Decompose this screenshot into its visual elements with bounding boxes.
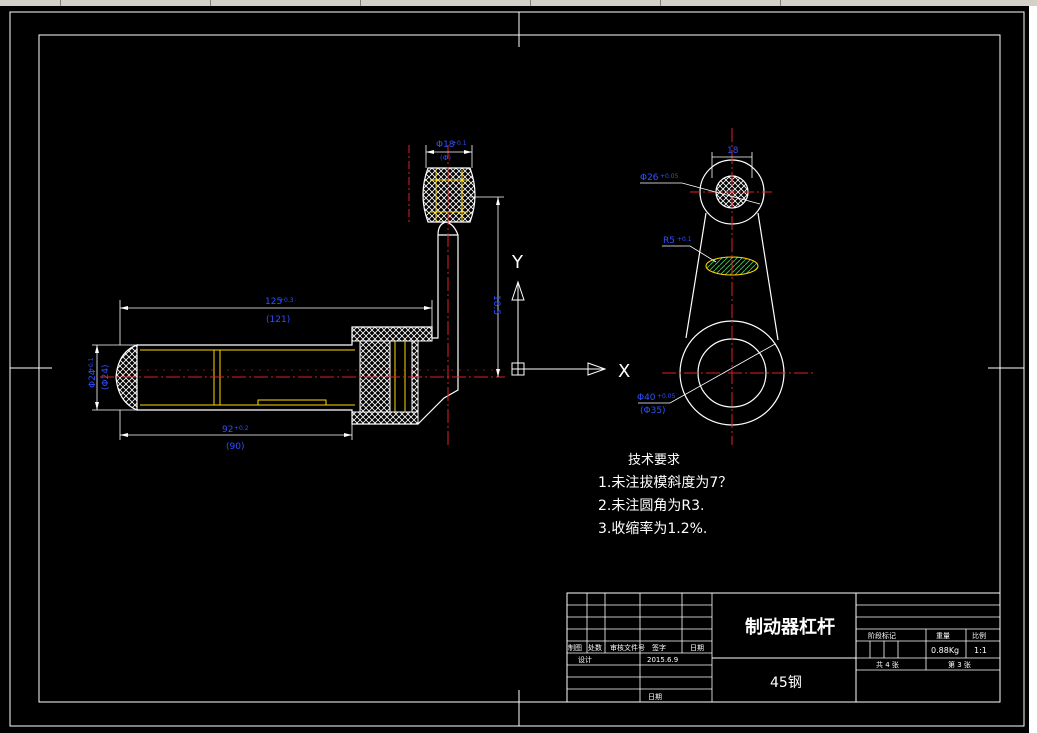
design-date: 2015.6.9: [647, 656, 678, 664]
dim-right-top-tol: +0.05: [660, 173, 679, 180]
requirement-item: 1.未注拔模斜度为7？: [598, 475, 732, 491]
dim-top-small: (Φ): [440, 154, 451, 162]
sheet-number: 第 3 张: [948, 660, 971, 669]
material: 45钢: [770, 675, 802, 691]
collar-hatch: [351, 326, 433, 342]
stage-label: 阶段标记: [868, 631, 896, 640]
front-view[interactable]: 125 +0.3 (121) 92 +0.2 (90) Φ18 +0.1 (Φ)…: [88, 140, 505, 452]
dim-len-bottom-tol: +0.2: [234, 425, 249, 432]
design-label: 设计: [578, 655, 592, 664]
dim-dia-left-tol: +0.1: [88, 357, 95, 372]
weight-label: 重量: [936, 632, 950, 640]
dim-right-bottom-dia: Φ40: [637, 393, 656, 403]
dim-length-main: 125: [265, 297, 282, 307]
collar-hatch: [351, 411, 419, 425]
dim-length-main-tol: +0.3: [279, 297, 294, 304]
dim-top-tol: +0.1: [452, 140, 467, 147]
toolbar-segment[interactable]: [360, 0, 531, 6]
dim-right-mid: R5: [663, 236, 675, 246]
row-label: 审核文件号: [610, 643, 645, 652]
top-knob: [422, 167, 476, 223]
scale-label: 比例: [972, 631, 986, 640]
vertical-scrollbar[interactable]: [1029, 6, 1037, 733]
dim-vertical: 18.5: [491, 295, 501, 315]
dimension-arrows: [95, 150, 500, 437]
requirements-title: 技术要求: [628, 453, 680, 468]
title-bar: [0, 0, 1037, 6]
row-label: 日期: [690, 644, 704, 652]
scale-value: 1:1: [974, 646, 987, 655]
title-block-texts: 制动器杠杆 45钢 制图 处数 审核文件号 签字 日期 设计 2015.6.9 …: [568, 616, 987, 701]
outer-frame: [9, 11, 1025, 727]
axis-x-label: X: [618, 361, 630, 382]
toolbar-segment[interactable]: [210, 0, 361, 6]
web-outline: [685, 212, 779, 341]
dim-right-mid-tol: +0.1: [677, 236, 692, 243]
dim-right-top-w: 18: [727, 146, 739, 156]
sheets-total: 共 4 张: [876, 660, 899, 669]
dim-len-bottom: 92: [222, 425, 233, 435]
technical-requirements: 技术要求 1.未注拔模斜度为7？ 2.未注圆角为R3. 3.收缩率为1.2%.: [598, 453, 732, 537]
toolbar-segment[interactable]: [60, 0, 211, 6]
dim-top-dia: Φ18: [436, 140, 455, 150]
toolbar-segment[interactable]: [530, 0, 661, 6]
dim-right-top-dia: Φ26: [640, 173, 659, 183]
row-label: 签字: [652, 643, 666, 652]
axis-y-label: Y: [511, 252, 524, 273]
title-block[interactable]: [566, 592, 1001, 703]
toolbar-segment[interactable]: [0, 0, 61, 6]
row-label: 制图: [568, 643, 582, 652]
dim-dia-left-paren: (Φ24): [101, 364, 111, 390]
ucs-icon[interactable]: Y X: [511, 252, 630, 382]
date-label: 日期: [648, 693, 662, 701]
top-knob-inner: [430, 170, 468, 222]
weight-value: 0.88Kg: [931, 646, 959, 655]
leaders: [638, 152, 776, 404]
requirement-item: 3.收缩率为1.2%.: [598, 520, 707, 537]
side-view[interactable]: 18 Φ26 +0.05 R5 +0.1 Φ40 +0.05 (Φ35): [637, 128, 815, 445]
dim-right-bottom-paren: (Φ35): [640, 406, 666, 416]
dim-length-paren: (121): [266, 315, 290, 325]
toolbar-segment[interactable]: [660, 0, 781, 6]
requirement-item: 2.未注圆角为R3.: [598, 498, 704, 514]
drawing-canvas[interactable]: 125 +0.3 (121) 92 +0.2 (90) Φ18 +0.1 (Φ)…: [0, 6, 1037, 733]
dim-len-bottom-paren: (90): [226, 442, 244, 452]
dim-right-bottom-tol: +0.05: [657, 393, 676, 400]
side-dimension-texts: 18 Φ26 +0.05 R5 +0.1 Φ40 +0.05 (Φ35): [637, 146, 739, 416]
row-label: 处数: [588, 643, 602, 652]
dim-dia-left: Φ24: [88, 369, 98, 388]
part-name: 制动器杠杆: [745, 616, 835, 638]
dimension-texts: 125 +0.3 (121) 92 +0.2 (90) Φ18 +0.1 (Φ)…: [88, 140, 501, 452]
